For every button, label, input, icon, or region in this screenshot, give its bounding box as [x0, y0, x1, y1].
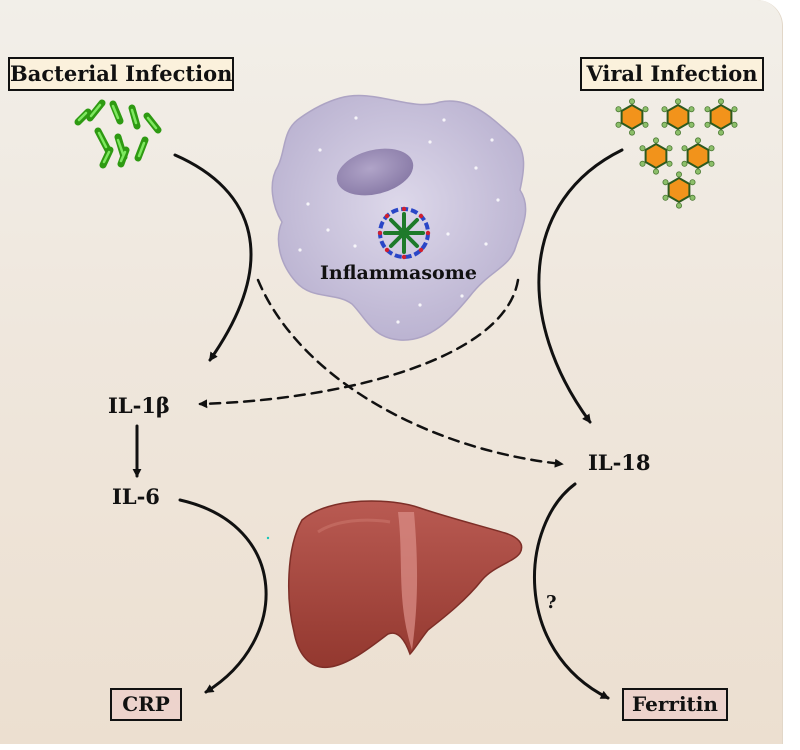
virus-icon [662, 171, 696, 209]
inflammasome-complex [377, 206, 431, 260]
virus-icon-group [615, 98, 738, 209]
liver-illustration [288, 500, 523, 669]
inflammasome-label: Inflammasome [320, 262, 477, 284]
uncertain-link-mark: ? [546, 592, 557, 613]
virus-icon [639, 137, 673, 175]
stray-dot [266, 536, 270, 540]
virus-icon [681, 137, 715, 175]
viral-infection-label: Viral Infection [580, 57, 764, 91]
bacterial-infection-label: Bacterial Infection [8, 57, 234, 91]
virus-icon [661, 98, 695, 136]
arrow-il6-to-crp [178, 498, 268, 694]
nucleus [336, 148, 414, 196]
il18-label: IL-18 [588, 450, 651, 475]
ferritin-label: Ferritin [622, 688, 728, 721]
il1b-label: IL-1β [108, 393, 170, 418]
virus-icon [615, 98, 649, 136]
crp-label: CRP [110, 688, 182, 721]
arrow-viral-dashed-to-il1b [198, 278, 520, 409]
virus-icon [704, 98, 738, 136]
il6-label: IL-6 [112, 484, 160, 509]
arrow-bacterial-dashed-to-il18 [256, 278, 564, 468]
arrow-il18-to-ferritin [533, 482, 610, 700]
bacteria-icon [74, 99, 162, 169]
bacteria-highlights [77, 103, 158, 164]
macrophage-cell [271, 94, 527, 341]
arrow-bacterial-to-il1b [173, 153, 253, 362]
arrow-viral-to-il18 [537, 148, 624, 424]
